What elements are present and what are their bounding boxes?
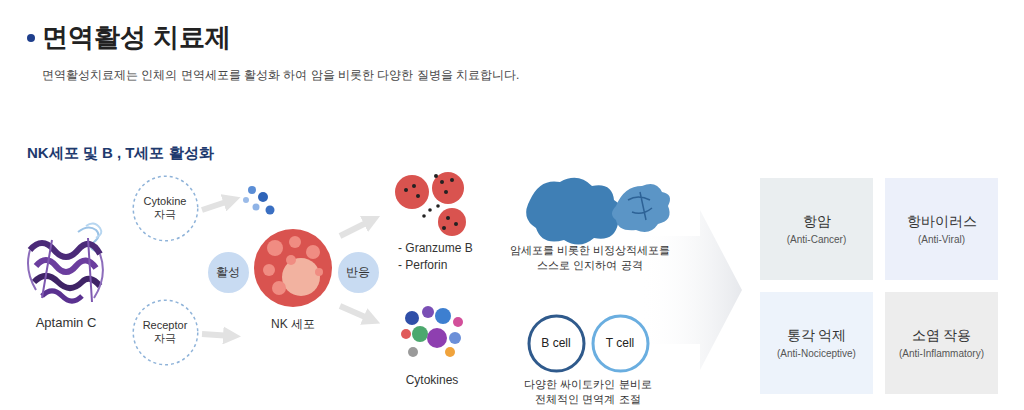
node-label: NK 세포 xyxy=(253,316,333,333)
node-label: 활성 xyxy=(210,265,246,279)
stimulus-circle: Cytokine 자극 xyxy=(132,175,199,242)
cytokine-name: Cytokines xyxy=(382,372,482,388)
cell-circle: T cell xyxy=(591,314,650,373)
result-arrow xyxy=(640,210,742,370)
cytokine-dots xyxy=(243,186,275,215)
node-label: T cell xyxy=(595,336,645,350)
protein-illustration xyxy=(28,223,103,302)
node-label: 반응 xyxy=(340,265,376,279)
title-bullet xyxy=(27,34,35,42)
effect-title: 항바이러스 xyxy=(907,213,977,231)
section-heading: NK세포 및 B , T세포 활성화 xyxy=(27,143,214,163)
node-outline xyxy=(253,228,333,308)
effect-subtitle: (Anti-Nociceptive) xyxy=(777,348,856,359)
effect-box: 통각 억제 (Anti-Nociceptive) xyxy=(760,292,873,394)
step-circle: 활성 xyxy=(206,250,251,295)
effect-title: 소염 작용 xyxy=(912,327,972,345)
effect-box: 항암 (Anti-Cancer) xyxy=(760,178,873,280)
effect-title: 통각 억제 xyxy=(787,327,847,345)
granule-name: - Perforin xyxy=(398,257,447,273)
cytokine-cluster xyxy=(401,306,463,357)
intro-text: 면역활성치료제는 인체의 면역세포를 활성화 하여 암을 비롯한 다양한 질병을… xyxy=(42,67,519,83)
nk-cell: NK 세포 xyxy=(253,228,333,333)
effect-box: 항바이러스 (Anti-Viral) xyxy=(885,178,998,280)
stimulus-circle: Receptor 자극 xyxy=(132,299,199,366)
node-label: Receptor 자극 xyxy=(138,319,192,345)
cell-circle: B cell xyxy=(527,314,586,373)
effect-box: 소염 작용 (Anti-Inflammatory) xyxy=(885,292,998,394)
page-title: 면역활성 치료제 xyxy=(42,20,231,55)
molecule-name: Aptamin C xyxy=(16,314,116,332)
node-label: Cytokine 자극 xyxy=(138,195,192,221)
abnormal-cells xyxy=(526,178,670,245)
effect-title: 항암 xyxy=(803,213,831,231)
granule-name: - Granzume B xyxy=(398,240,473,256)
granule-cells xyxy=(395,172,466,236)
effect-subtitle: (Anti-Inflammatory) xyxy=(899,348,984,359)
effect-subtitle: (Anti-Viral) xyxy=(918,234,965,245)
effect-subtitle: (Anti-Cancer) xyxy=(787,234,846,245)
step-circle: 반응 xyxy=(336,250,381,295)
note-text: 암세포를 비롯한 비정상적세포를 스스로 인지하여 공격 xyxy=(495,243,685,273)
note-text: 다양한 싸이토카인 분비로 전체적인 면역계 조절 xyxy=(503,377,673,407)
node-label: B cell xyxy=(531,336,581,350)
